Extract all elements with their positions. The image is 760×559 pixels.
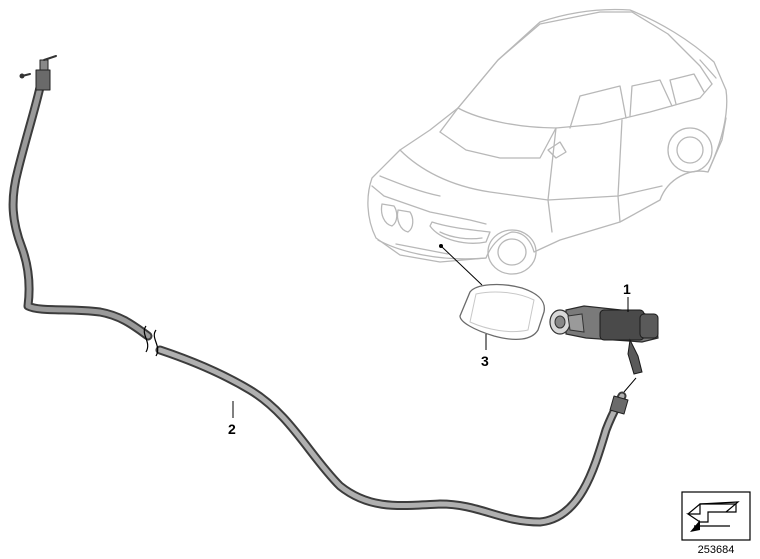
reference-number: 253684: [698, 544, 735, 556]
hose-nozzle-leader: [623, 377, 637, 393]
callout-label: 3: [481, 353, 489, 369]
water-hose-part: [8, 55, 629, 527]
callout-2: 2: [228, 401, 236, 437]
location-pointer: [439, 244, 483, 286]
callout-label: 2: [228, 421, 236, 437]
washer-nozzle-part: [549, 305, 659, 375]
nav-arrow-icon[interactable]: [681, 491, 751, 541]
car-outline-icon: [367, 8, 728, 275]
hose-break-symbol: [143, 325, 159, 357]
cover-cap-part: [459, 283, 546, 341]
callout-label: 1: [623, 281, 631, 297]
callout-3: 3: [481, 334, 489, 369]
callout-1: 1: [623, 281, 631, 312]
